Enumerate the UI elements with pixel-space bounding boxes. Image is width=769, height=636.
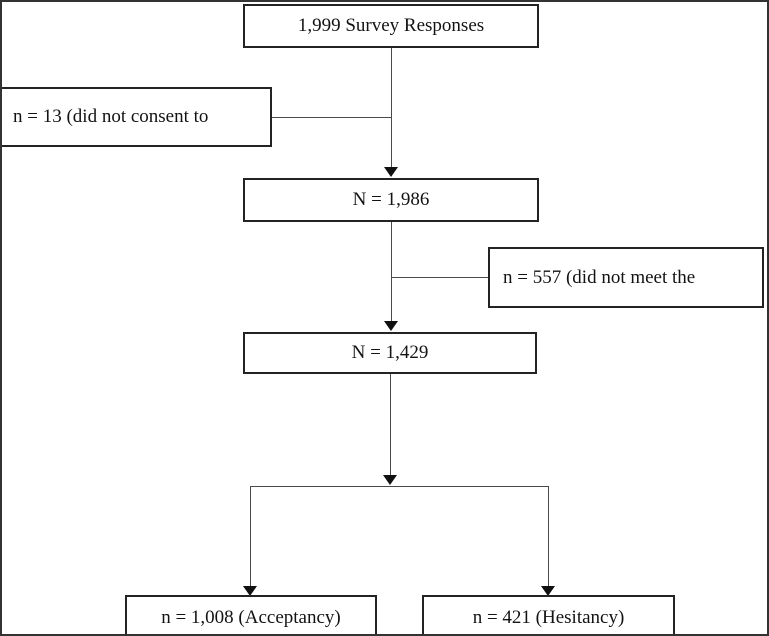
connector-n1429-to-split — [390, 374, 391, 476]
node-excluded-criteria: n = 557 (did not meet the — [488, 247, 764, 308]
node-final-sample: N = 1,429 — [243, 332, 537, 374]
node-acceptancy: n = 1,008 (Acceptancy) — [125, 595, 377, 634]
arrow-down-icon — [383, 475, 397, 485]
connector-excl2-branch — [391, 277, 488, 278]
arrow-down-icon — [384, 167, 398, 177]
connector-split-to-acceptancy — [250, 486, 251, 588]
connector-split-horizontal — [250, 486, 549, 487]
arrow-down-icon — [384, 321, 398, 331]
connector-excl1-branch — [272, 117, 391, 118]
connector-n1986-to-n1429 — [391, 222, 392, 323]
arrow-down-icon — [541, 586, 555, 596]
node-hesitancy: n = 421 (Hesitancy) — [422, 595, 675, 634]
arrow-down-icon — [243, 586, 257, 596]
node-survey-responses: 1,999 Survey Responses — [243, 4, 539, 48]
node-excluded-no-consent: n = 13 (did not consent to — [2, 87, 272, 147]
connector-top-to-n1986 — [391, 48, 392, 169]
node-after-consent: N = 1,986 — [243, 178, 539, 222]
connector-split-to-hesitancy — [548, 486, 549, 588]
